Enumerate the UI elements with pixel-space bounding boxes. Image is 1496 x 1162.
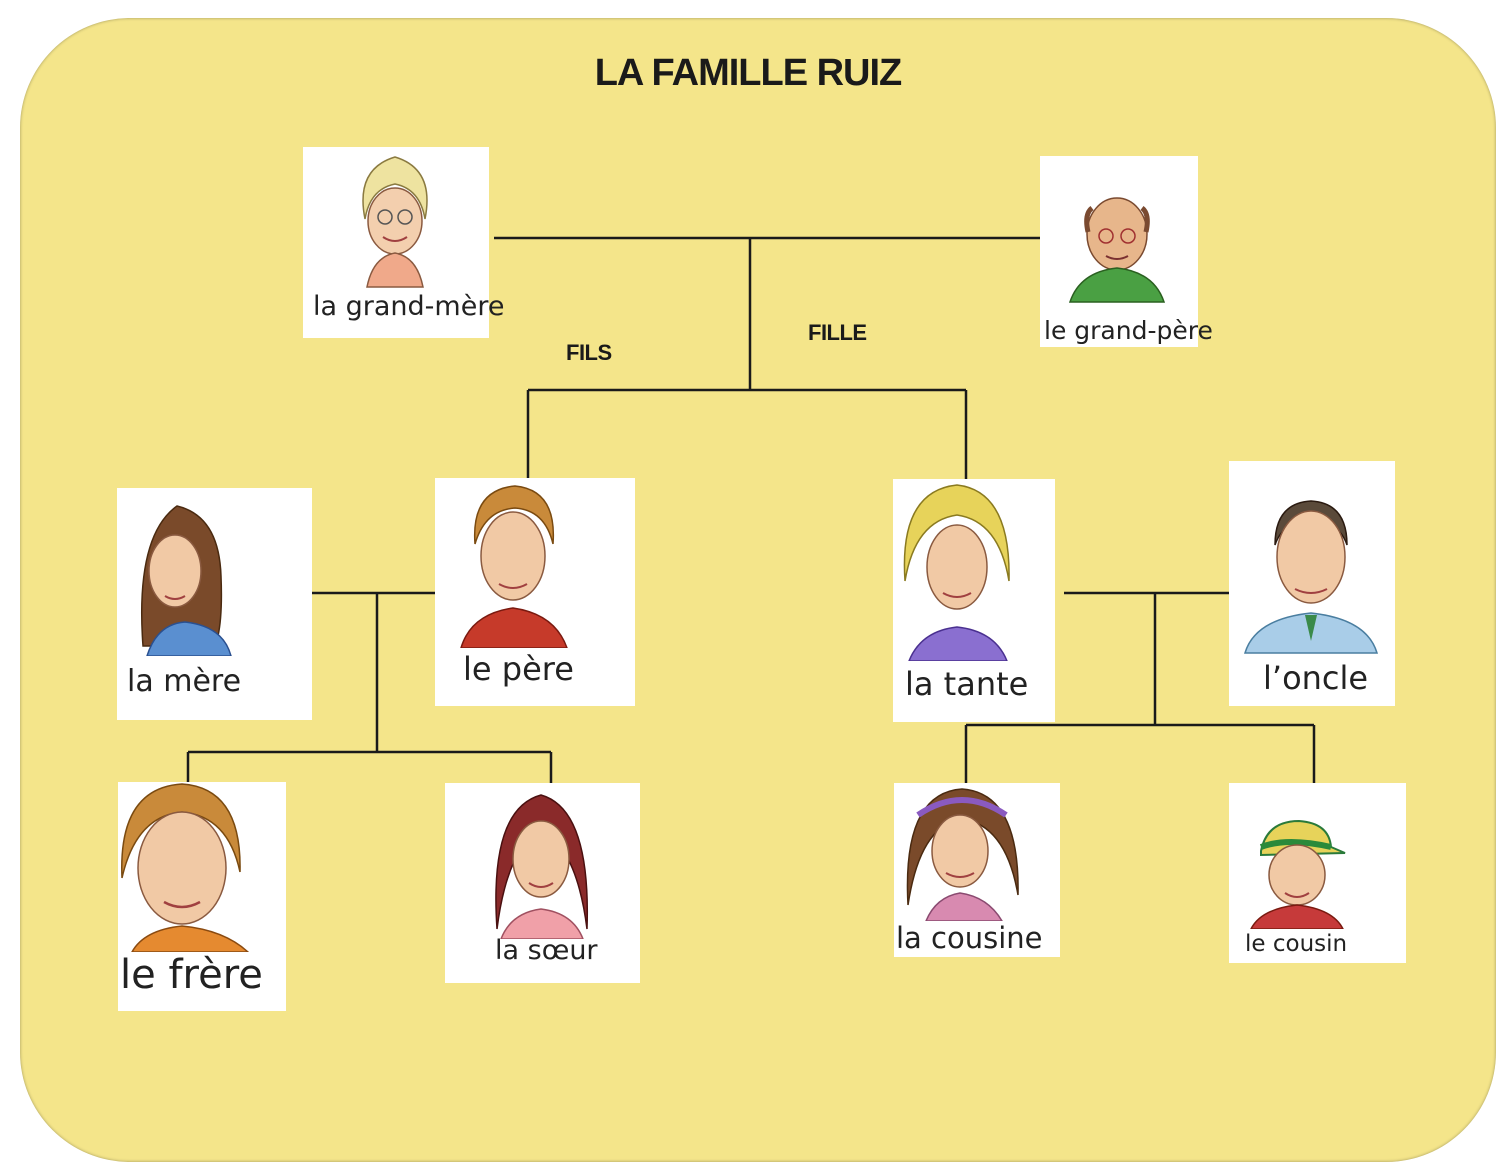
diagram-title: LA FAMILLE RUIZ	[594, 52, 903, 94]
father-card: le père	[435, 478, 635, 706]
sister-portrait-icon	[495, 794, 589, 939]
sister-card: la sœur	[445, 783, 640, 983]
male-cousin-portrait-icon	[1250, 819, 1346, 929]
son-relation-label: FILS	[566, 340, 612, 365]
male-cousin-label: le cousin	[1245, 931, 1348, 957]
sister-label: la sœur	[495, 935, 598, 966]
grandfather-portrait-icon	[1068, 197, 1166, 303]
grandmother-card: la grand-mère	[303, 147, 504, 338]
uncle-card: l’oncle	[1229, 461, 1395, 706]
aunt-card: la tante	[893, 479, 1055, 722]
uncle-portrait-icon	[1243, 500, 1379, 654]
female-cousin-card: la cousine	[894, 783, 1060, 957]
grandmother-label: la grand-mère	[313, 291, 505, 322]
grandmother-portrait-icon	[362, 156, 428, 288]
grandfather-label: le grand-père	[1044, 316, 1213, 345]
father-portrait-icon	[460, 485, 568, 648]
mother-label: la mère	[127, 664, 242, 699]
mother-portrait-icon	[140, 505, 232, 656]
male-cousin-card: le cousin	[1229, 783, 1406, 963]
brother-portrait-icon	[121, 783, 250, 952]
aunt-portrait-icon	[903, 484, 1010, 661]
brother-card: le frère	[118, 782, 286, 1011]
mother-card: la mère	[117, 488, 312, 720]
female-cousin-portrait-icon	[906, 788, 1019, 921]
grandfather-card: le grand-père	[1040, 156, 1213, 347]
father-label: le père	[463, 650, 574, 688]
brother-label: le frère	[120, 952, 263, 998]
uncle-label: l’oncle	[1263, 659, 1369, 697]
female-cousin-label: la cousine	[896, 921, 1043, 955]
daughter-relation-label: FILLE	[808, 320, 867, 345]
aunt-label: la tante	[905, 665, 1029, 703]
